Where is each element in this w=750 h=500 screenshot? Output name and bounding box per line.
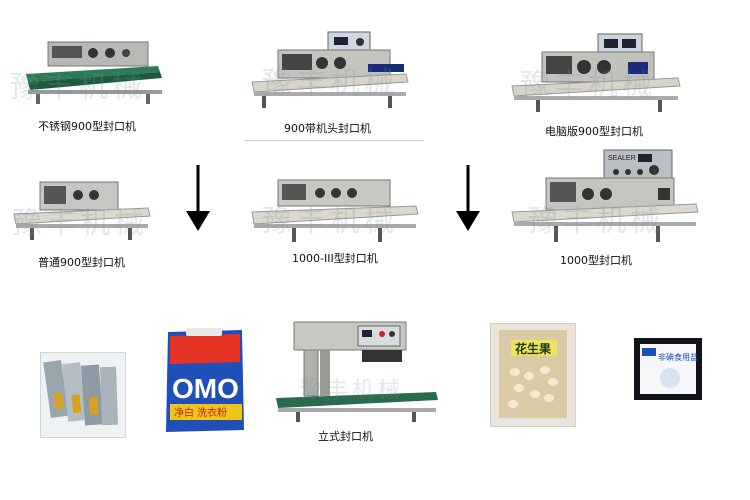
machine-ordinary-900 <box>10 178 152 244</box>
machine-stainless-900 <box>18 38 168 108</box>
machine-computer-900 <box>508 32 684 114</box>
detergent-brand: OMO <box>172 373 239 404</box>
foil-bags-photo <box>40 352 126 438</box>
caption-stainless-900: 不锈钢900型封口机 <box>38 120 136 133</box>
salt-label: 非碘食用盐 <box>658 352 698 362</box>
machine-vertical <box>272 320 440 424</box>
peanut-label: 花生果 <box>515 341 551 356</box>
salt-bag-photo: 非碘食用盐 <box>634 338 702 400</box>
panel-label: SEALER <box>608 155 636 162</box>
caption-computer-900: 电脑版900型封口机 <box>545 125 643 138</box>
caption-1000: 1000型封口机 <box>560 254 632 267</box>
caption-900-with-head: 900带机头封口机 <box>284 122 371 135</box>
machine-1000-iii <box>248 176 420 246</box>
divider-line <box>244 140 424 141</box>
detergent-sub: 净白 洗衣粉 <box>174 406 227 419</box>
down-arrow-icon <box>456 165 480 233</box>
machine-900-with-head <box>248 30 410 110</box>
down-arrow-icon <box>186 165 210 233</box>
caption-ordinary-900: 普通900型封口机 <box>38 256 125 269</box>
detergent-bag-photo: OMO 净白 洗衣粉 <box>162 326 248 436</box>
caption-1000-iii: 1000-III型封口机 <box>292 252 378 265</box>
peanut-bag-photo: 花生果 <box>490 323 576 427</box>
caption-vertical: 立式封口机 <box>318 430 373 443</box>
machine-1000: SEALER <box>508 148 702 246</box>
